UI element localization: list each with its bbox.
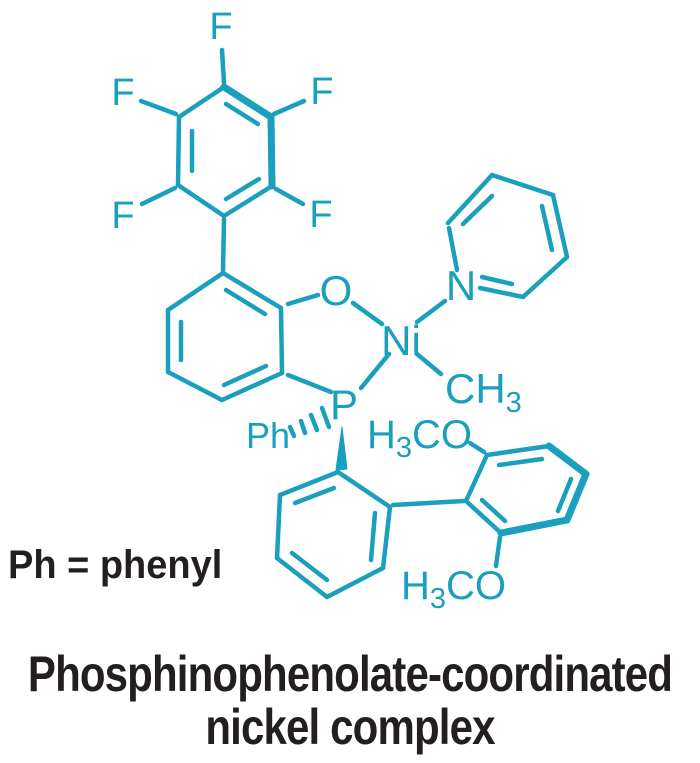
ome-top-bond — [467, 440, 487, 455]
ome-bottom-bond — [493, 534, 503, 569]
dimethoxyphenyl-ring — [463, 442, 590, 537]
phenylene-ring — [274, 469, 393, 600]
caption-line1: Phosphinophenolate-coordinated — [28, 646, 672, 702]
o-ni-bond — [350, 300, 385, 327]
phosphorus-label: P — [330, 381, 358, 428]
phenolate-ring — [165, 270, 285, 403]
aryl-aryl-bond-bottom — [390, 498, 467, 508]
fluorine-label-lower-left: F — [111, 195, 134, 237]
ni-p-bond — [358, 351, 392, 391]
pyridine-ring — [445, 172, 570, 300]
fluorine-label-lower-right: F — [309, 194, 332, 236]
hashed-wedge-bond — [287, 405, 332, 439]
oxygen-label: O — [320, 267, 353, 314]
ni-ch3-bond — [414, 351, 444, 377]
nickel-label: Ni — [381, 317, 421, 364]
legend-ph-phenyl: Ph = phenyl — [8, 543, 222, 587]
methoxy-bottom-label: H3CO — [401, 564, 506, 615]
aryl-aryl-bond-top — [220, 216, 227, 274]
chelate-bonds — [285, 292, 448, 395]
fluorine-label-top: F — [209, 6, 232, 48]
nitrogen-label: N — [446, 262, 476, 309]
fluorine-bonds — [138, 47, 307, 207]
methyl-label: CH3 — [445, 365, 522, 419]
caption-line2: nickel complex — [205, 699, 495, 755]
methoxy-top-label: H3CO — [367, 413, 472, 464]
p-aryl-bond — [285, 372, 334, 395]
c-o-bond — [285, 292, 321, 307]
fluorine-label-upper-left: F — [111, 72, 134, 114]
pentafluorophenyl-ring — [175, 83, 276, 219]
phenyl-abbrev-label: Ph — [246, 415, 290, 456]
fluorine-label-upper-right: F — [310, 71, 333, 113]
ni-n-bond — [414, 298, 448, 325]
solid-wedge-bond — [335, 426, 348, 471]
